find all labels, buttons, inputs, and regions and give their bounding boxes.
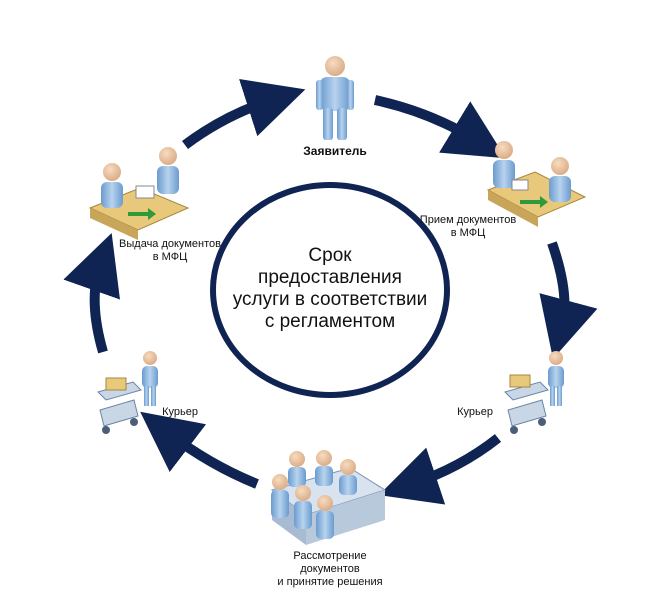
- arrow-reception-to-courier: [539, 241, 598, 359]
- center-title: Срок предоставления услуги в соответстви…: [230, 245, 430, 333]
- courier-left-icon: [97, 351, 158, 434]
- center-ring: [210, 182, 450, 398]
- arrow-courier-to-review: [378, 434, 502, 505]
- center-line-2: предоставления: [258, 267, 402, 288]
- reception-desk-icon: [486, 141, 587, 227]
- applicant-figure-icon: [316, 56, 354, 140]
- issuance-desk-icon: [88, 147, 190, 240]
- review-label: Рассмотрение документов и принятие решен…: [260, 550, 400, 589]
- arrow-review-to-courier: [140, 411, 259, 489]
- review-label-line-3: и принятие решения: [277, 576, 383, 588]
- courier-right-icon: [504, 351, 564, 434]
- arrow-courier-to-issuance: [63, 232, 120, 354]
- courier-right-label: Курьер: [457, 406, 493, 418]
- issuance-label-line-1: Выдача документов: [119, 238, 221, 250]
- reception-label-line-2: в МФЦ: [450, 227, 486, 239]
- review-label-line-2: документов: [300, 563, 360, 575]
- issuance-label-line-2: в МФЦ: [152, 251, 188, 263]
- center-line-4: с регламентом: [264, 311, 396, 332]
- applicant-label: Заявитель: [303, 144, 367, 158]
- issuance-label: Выдача документов в МФЦ: [110, 238, 230, 264]
- center-line-3: услуги в соответствии: [232, 289, 428, 310]
- review-label-line-1: Рассмотрение: [293, 550, 367, 562]
- courier-left-label: Курьер: [162, 406, 198, 418]
- arrow-applicant-to-reception: [373, 95, 506, 159]
- arrow-issuance-to-applicant: [182, 79, 306, 150]
- review-meeting-icon: [270, 450, 387, 545]
- reception-label-line-1: Прием документов: [419, 214, 517, 226]
- reception-label: Прием документов в МФЦ: [408, 214, 528, 240]
- center-line-1: Срок: [308, 245, 352, 266]
